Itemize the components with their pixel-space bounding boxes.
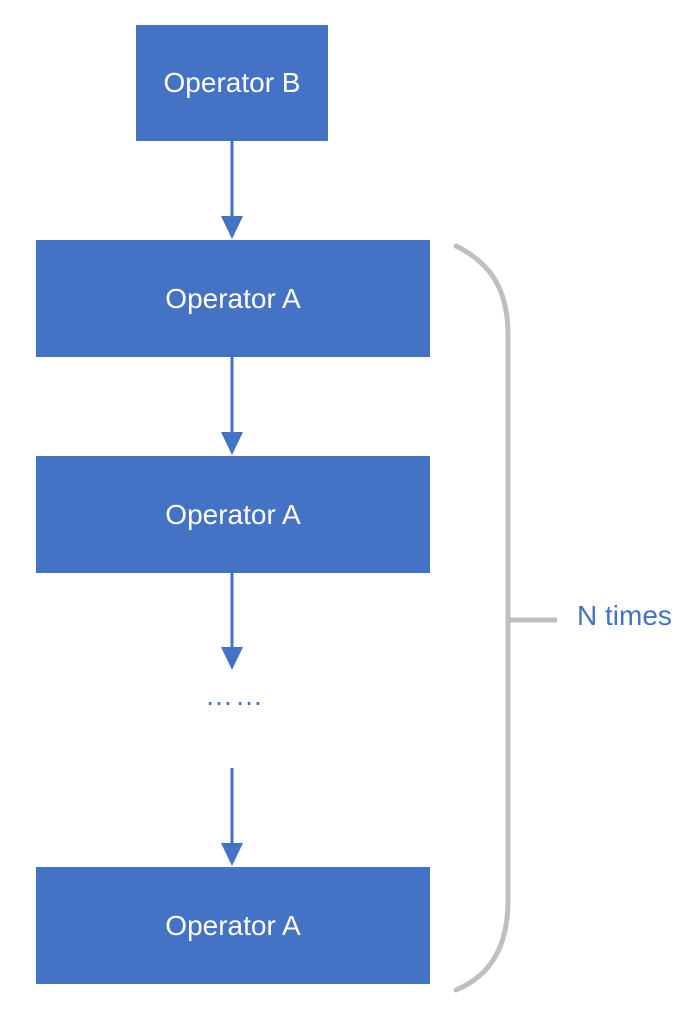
operator-a-label-2: Operator A [165,498,301,530]
arrowhead-ellipsis-to-a3 [221,843,243,866]
operator-a-node-3: Operator A [36,867,430,984]
operator-a-label-3: Operator A [165,909,301,941]
arrowhead-b-to-a1 [221,216,243,239]
operator-a-node-1: Operator A [36,240,430,357]
operator-b-label: Operator B [163,67,301,98]
ellipsis: …… [205,680,265,711]
brace [453,243,511,993]
operator-a-label-1: Operator A [165,282,301,314]
operator-a-node-2: Operator A [36,456,430,573]
arrowhead-a2-to-ellipsis [221,647,243,670]
arrowhead-a1-to-a2 [221,432,243,455]
operator-b-node: Operator B [136,25,328,141]
repeat-count-label: N times [577,600,672,631]
